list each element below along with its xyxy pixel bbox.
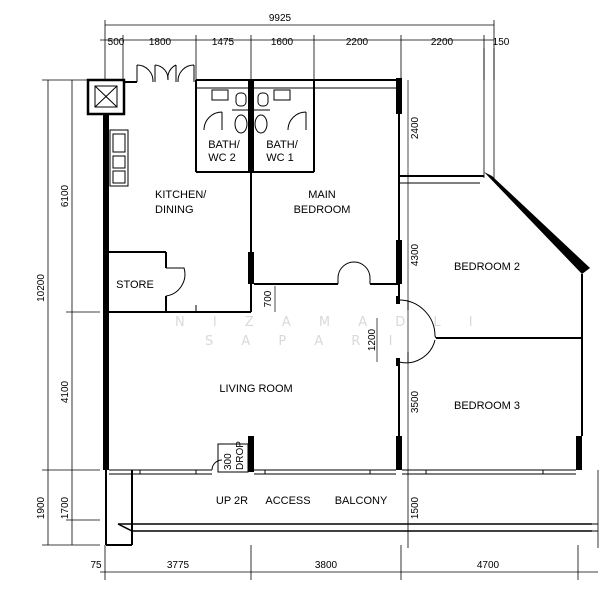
- dim-top-4: 1600: [271, 37, 294, 48]
- dim-top-6: 2200: [431, 37, 454, 48]
- dim-left-3: 1900: [36, 496, 47, 519]
- dim-top-1: 500: [108, 37, 125, 48]
- room-label-main-bedroom-l2: BEDROOM: [294, 204, 351, 216]
- dim-total-height: 10200: [36, 274, 47, 302]
- dim-bottom-1: 75: [90, 560, 102, 571]
- dim-top-3: 1475: [212, 37, 235, 48]
- dim-inner-1500: 1500: [410, 496, 421, 519]
- dim-bottom-4: 4700: [477, 560, 500, 571]
- room-label-store: STORE: [116, 279, 154, 291]
- watermark-line-2: S A P A R I: [205, 334, 404, 349]
- room-label-living-room: LIVING ROOM: [219, 383, 292, 395]
- watermark-line-1: N I Z A M A D L I: [175, 315, 485, 330]
- doors: [136, 64, 437, 364]
- dim-inner-700: 700: [263, 290, 274, 307]
- refuse-label-300: 300: [223, 453, 234, 470]
- left-dimension-lines: [42, 79, 100, 546]
- room-label-bedroom3: BEDROOM 3: [454, 400, 520, 412]
- room-label-bath1-l2: WC 1: [266, 152, 294, 164]
- dim-top-7: 150: [493, 37, 510, 48]
- stair-note: UP 2R: [216, 495, 248, 507]
- right-grid-lines: [407, 48, 599, 548]
- dim-left-1: 6100: [60, 184, 71, 207]
- corridor-label-access: ACCESS: [265, 495, 310, 507]
- refuse-chute-hopper: [211, 443, 249, 473]
- room-label-kitchen-l2: DINING: [155, 204, 194, 216]
- dim-inner-3500: 3500: [410, 390, 421, 413]
- dim-inner-1200: 1200: [367, 328, 378, 351]
- dim-top-2: 1800: [149, 37, 172, 48]
- dim-bottom-3: 3800: [315, 560, 338, 571]
- room-label-bath1-l1: BATH/: [266, 139, 299, 151]
- dim-left-2: 4100: [60, 380, 71, 403]
- room-label-bath2-l1: BATH/: [208, 139, 241, 151]
- top-dimension-lines: [100, 20, 495, 80]
- kitchen-sink: [109, 129, 129, 187]
- room-label-bedroom2: BEDROOM 2: [454, 261, 520, 273]
- corridor-label-balcony: BALCONY: [335, 495, 388, 507]
- bottom-dimension-lines: [100, 545, 598, 580]
- dim-bottom-2: 3775: [167, 560, 190, 571]
- dim-inner-4300: 4300: [410, 243, 421, 266]
- dim-total-width: 9925: [269, 13, 292, 24]
- walls: [86, 78, 598, 546]
- refuse-label-drop: DROP: [235, 441, 246, 470]
- room-label-bath2-l2: WC 2: [208, 152, 236, 164]
- room-label-main-bedroom-l1: MAIN: [308, 189, 336, 201]
- dim-top-5: 2200: [346, 37, 369, 48]
- room-label-kitchen-l1: KITCHEN/: [155, 189, 207, 201]
- dim-left-4: 1700: [60, 496, 71, 519]
- bath-fixtures: [211, 89, 291, 134]
- dim-inner-2400: 2400: [410, 116, 421, 139]
- inner-dimension-lines: [274, 80, 409, 470]
